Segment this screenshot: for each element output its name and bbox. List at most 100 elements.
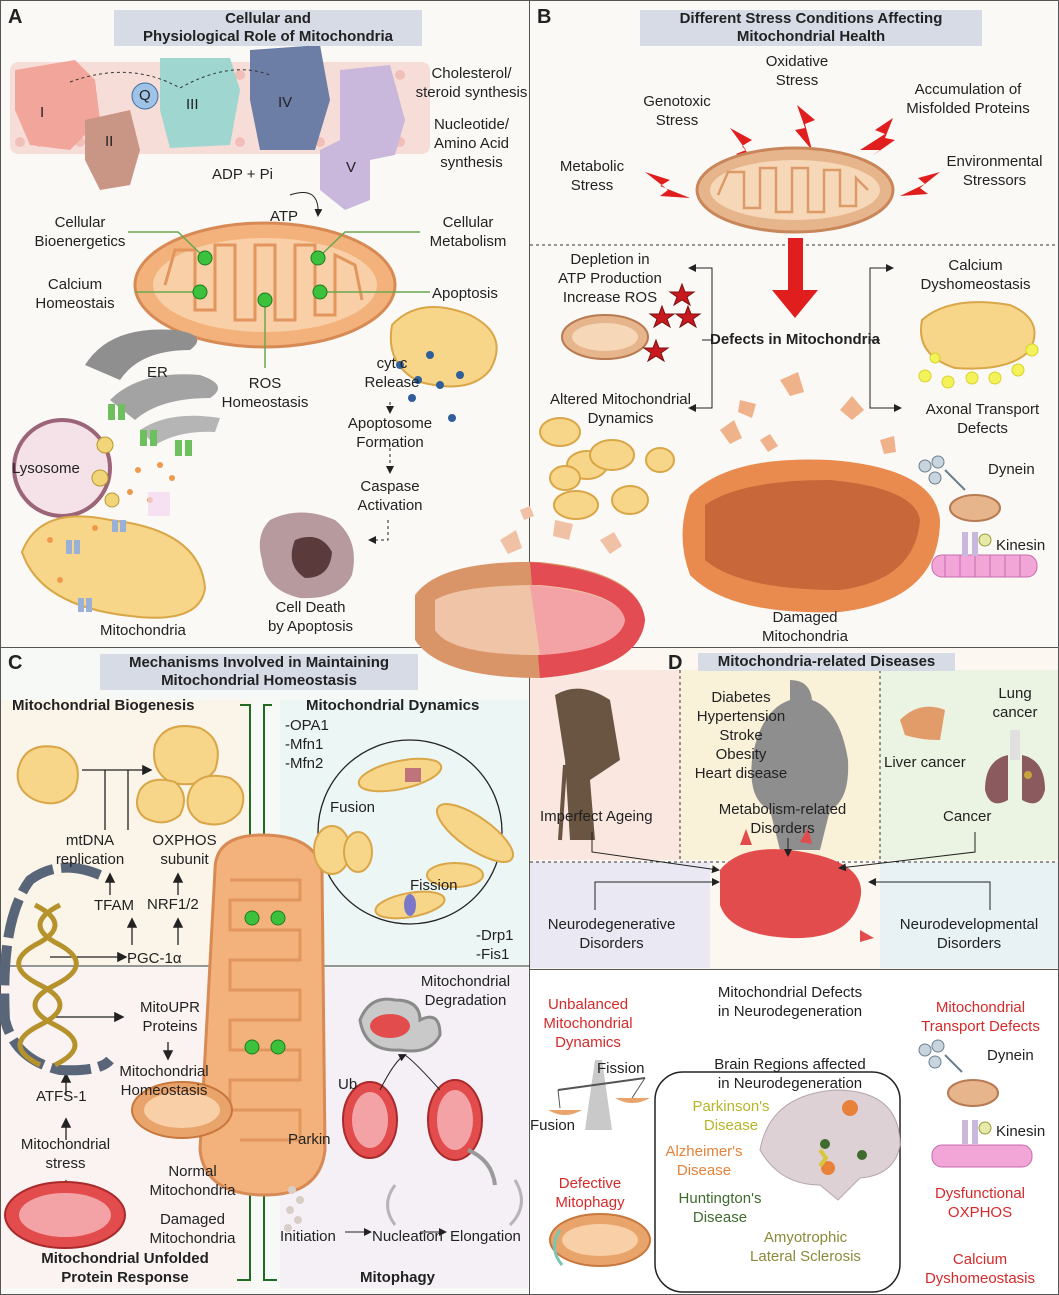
complex-i [15,60,100,150]
complex-ii [85,110,140,190]
environmental-label: Environmental Stressors [946,153,1043,189]
panel-c-title: Mechanisms Involved in Maintaining Mitoc… [100,654,418,690]
dynein-motor [918,455,966,491]
panel-a-letter: A [8,6,23,28]
lysosome-label: Lysosome [12,460,80,477]
dna-helix [16,902,79,1068]
normal-mito-label: Normal Mitochondria [149,1163,236,1199]
atp-synthase [320,65,405,210]
caspase-label: Caspase Activation [357,478,423,514]
fission-label: Fission [410,877,458,894]
kinesin-motor [962,532,992,556]
cholesterol-label: Cholesterol/ steroid synthesis [415,65,528,101]
metabolism-label: Cellular Metabolism [429,214,507,250]
cancer-label: Cancer [943,808,992,825]
balance-scale [548,1060,650,1130]
panel-a-title: Cellular and Physiological Role of Mitoc… [114,10,422,46]
oxphos-label: OXPHOS subunit [152,832,217,868]
tfam-label: TFAM [94,897,134,914]
complex-iv-label: IV [278,94,293,111]
fusion-genes: -OPA1 -Mfn1 -Mfn2 [285,717,329,772]
calcium-b-label: Calcium Dyshomeostasis [920,257,1031,293]
er [85,329,198,380]
complex-iii-label: III [186,96,199,113]
coenzyme-q [131,82,159,110]
nrf-label: NRF1/2 [147,896,199,913]
coenzyme-q-label: Q [139,87,151,104]
apoptosis-label: Apoptosis [432,285,498,302]
parkin-label: Parkin [288,1131,331,1148]
panel-d-title: Mitochondria-related Diseases [698,653,955,671]
brain-regions-title: Brain Regions affected in Neurodegenerat… [714,1056,866,1092]
elongation-label: Elongation [450,1228,521,1245]
kinesin-e-label: Kinesin [996,1123,1046,1140]
genotoxic-stress-label: Genotoxic Stress [643,93,711,129]
nucleus-envelope [0,862,114,1076]
brain-box [654,1071,901,1293]
mito-stress-label: Mitochondrial stress [20,1136,111,1172]
defective-mitophagy-label: Defective Mitophagy [555,1175,625,1211]
brain [759,1089,901,1201]
complex-iv [250,45,330,150]
transport-motors [918,1039,1033,1168]
panel-c-letter: C [8,652,23,674]
panel-b-title: Different Stress Conditions Affecting Mi… [640,10,982,46]
dynein-b-label: Dynein [988,461,1035,478]
nucleotide-label: Nucleotide/ Amino Acid synthesis [433,116,510,171]
er-label: ER [147,364,168,381]
metabolic-stress-label: Metabolic Stress [559,158,625,194]
misfolded-label: Accumulation of Misfolded Proteins [906,81,1030,117]
fusion-e-label: Fusion [530,1117,576,1134]
damaged-b-label: Damaged Mitochondria [762,609,848,645]
mitochondria-label: Mitochondria [100,622,186,639]
biogenesis-heading: Mitochondrial Biogenesis [12,697,195,714]
obese-figure [751,680,849,850]
bioenergetics-label: Cellular Bioenergetics [34,214,126,250]
complex-i-label: I [40,104,45,121]
cytc-label: cyt c Release [364,355,420,391]
mitoupr-label: MitoUPR Proteins [139,999,200,1035]
microtubule [931,554,1038,578]
stress-bolts [645,105,940,198]
nucleation-label: Nucleation [372,1228,443,1245]
adp-label: ADP + Pi [212,166,274,183]
atfs-label: ATFS-1 [36,1088,87,1105]
metabolic-diseases-list: Diabetes Hypertension Stroke Obesity Hea… [694,689,788,782]
complex-iii [160,58,240,148]
panel-d-letter: D [668,652,683,674]
damaged-c-label: Damaged Mitochondria [149,1211,236,1247]
cell-death-label: Cell Death by Apoptosis [267,599,354,635]
kinesin-b-label: Kinesin [996,537,1046,554]
altered-dynamics-label: Altered Mitochondrial Dynamics [550,391,691,427]
dynein-e-label: Dynein [987,1047,1034,1064]
axonal-label: Axonal Transport Defects [925,401,1040,437]
degradation-label: Mitochondrial Degradation [420,973,511,1009]
dynamics-heading: Mitochondrial Dynamics [306,697,480,714]
initiation-label: Initiation [280,1228,336,1245]
fission-e-label: Fission [597,1060,645,1077]
defective-mitophagy-mito [549,1213,651,1267]
ub-label: Ub [338,1076,358,1093]
ageing-label: Imperfect Ageing [540,808,653,825]
lysosome [12,418,112,518]
alzheimer-label: Alzheimer's Disease [665,1143,743,1179]
calcium-e-label: Calcium Dyshomeostasis [924,1251,1036,1287]
ros-stars [642,282,702,363]
neurodegenerative-label: Neurodegenerative Disorders [547,916,676,952]
ros-label: ROS Homeostasis [221,375,309,411]
huntington-label: Huntington's Disease [678,1190,762,1226]
neurodevelopmental-label: Neurodevelopmental Disorders [899,916,1039,952]
mito-homeostasis-label: Mitochondrial Homeostasis [119,1063,209,1099]
mtdna-label: mtDNA replication [55,832,125,868]
pgc-label: PGC-1α [127,950,182,967]
depletion-label: Depletion in ATP Production Increase ROS [558,251,662,306]
calcium-label: Calcium Homeostais [35,276,115,312]
disease-mitochondrion [720,849,862,939]
transport-defects-label: Mitochondrial Transport Defects [921,999,1040,1035]
mitophagy-heading: Mitophagy [360,1269,435,1286]
complex-v-label: V [346,159,357,176]
liver-cancer-label: Liver cancer [884,754,966,771]
fusion-label: Fusion [330,799,376,816]
big-red-arrow [772,238,818,318]
